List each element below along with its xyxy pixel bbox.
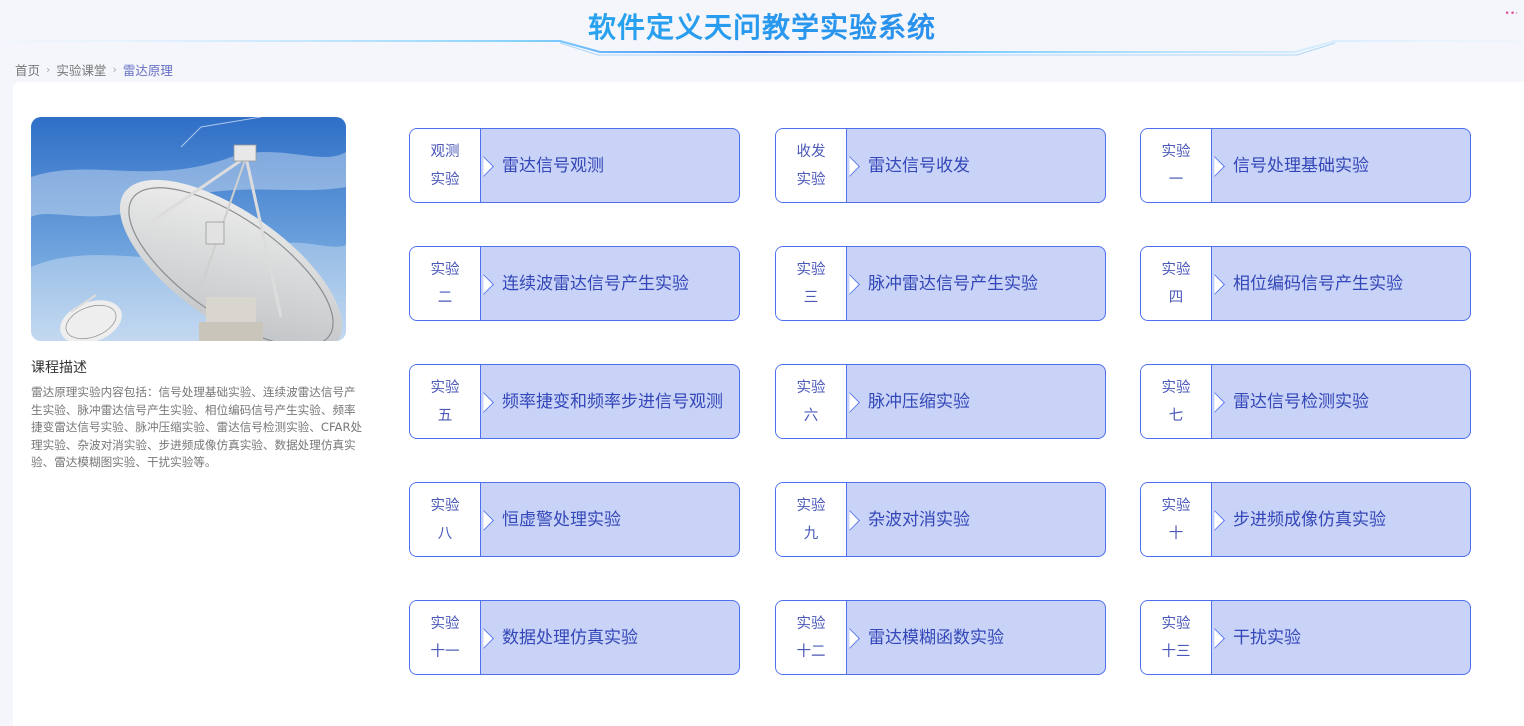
experiment-tag-line1: 收发 — [796, 143, 826, 160]
experiment-tag: 实验 二 — [410, 247, 481, 320]
experiment-title: 频率捷变和频率步进信号观测 — [502, 391, 723, 412]
experiment-card[interactable]: 实验 十一 数据处理仿真实验 — [409, 600, 740, 675]
radar-dish-photo-icon — [31, 117, 346, 341]
experiment-tag: 观测 实验 — [410, 129, 481, 202]
experiment-tag: 实验 一 — [1141, 129, 1212, 202]
experiment-card[interactable]: 实验 七 雷达信号检测实验 — [1140, 364, 1471, 439]
experiment-title: 干扰实验 — [1233, 627, 1301, 648]
experiment-card[interactable]: 实验 八 恒虚警处理实验 — [409, 482, 740, 557]
experiment-tag: 实验 九 — [776, 483, 847, 556]
experiment-tag-line2: 八 — [437, 525, 453, 542]
experiment-tag-line2: 七 — [1168, 407, 1184, 424]
chevron-right-icon: › — [112, 62, 117, 76]
course-description-title: 课程描述 — [31, 360, 87, 376]
experiment-tag-line1: 实验 — [1161, 379, 1191, 396]
experiment-tag: 实验 三 — [776, 247, 847, 320]
experiment-title: 连续波雷达信号产生实验 — [502, 273, 689, 294]
experiment-title: 雷达信号检测实验 — [1233, 391, 1369, 412]
experiment-tag-line1: 实验 — [1161, 497, 1191, 514]
experiment-tag: 实验 五 — [410, 365, 481, 438]
experiment-card[interactable]: 实验 十三 干扰实验 — [1140, 600, 1471, 675]
experiment-card[interactable]: 实验 十二 雷达模糊函数实验 — [775, 600, 1106, 675]
experiment-tag: 实验 十一 — [410, 601, 481, 674]
experiment-tag-line2: 十二 — [796, 643, 826, 660]
experiment-tag-line1: 观测 — [430, 143, 460, 160]
experiment-tag-line1: 实验 — [430, 379, 460, 396]
experiment-tag-line2: 十 — [1168, 525, 1184, 542]
experiment-tag-line2: 二 — [437, 289, 453, 306]
experiment-title: 信号处理基础实验 — [1233, 155, 1369, 176]
experiment-tag: 收发 实验 — [776, 129, 847, 202]
experiment-title: 步进频成像仿真实验 — [1233, 509, 1386, 530]
experiment-card[interactable]: 实验 四 相位编码信号产生实验 — [1140, 246, 1471, 321]
experiment-title: 数据处理仿真实验 — [502, 627, 638, 648]
experiment-tag-line1: 实验 — [430, 497, 460, 514]
experiment-title: 相位编码信号产生实验 — [1233, 273, 1403, 294]
experiment-card[interactable]: 实验 二 连续波雷达信号产生实验 — [409, 246, 740, 321]
experiment-tag-line1: 实验 — [796, 497, 826, 514]
experiment-tag-line1: 实验 — [430, 615, 460, 632]
chevron-right-icon: › — [46, 62, 51, 76]
app-title: 软件定义天问教学实验系统 — [0, 6, 1524, 46]
app-header: 软件定义天问教学实验系统 ••· — [0, 0, 1524, 56]
breadcrumb-current: 雷达原理 — [122, 62, 173, 78]
experiment-tag: 实验 十 — [1141, 483, 1212, 556]
experiment-title: 恒虚警处理实验 — [502, 509, 621, 530]
experiment-tag: 实验 八 — [410, 483, 481, 556]
experiment-tag-line1: 实验 — [796, 615, 826, 632]
experiment-tag-line1: 实验 — [430, 261, 460, 278]
experiment-tag-line1: 实验 — [1161, 261, 1191, 278]
experiment-tag-line1: 实验 — [796, 379, 826, 396]
breadcrumb: 首页 › 实验课堂 › 雷达原理 — [15, 60, 173, 78]
corner-mark: ••· — [1504, 9, 1518, 19]
experiment-tag: 实验 十二 — [776, 601, 847, 674]
experiment-tag-line2: 十一 — [430, 643, 460, 660]
experiment-card[interactable]: 收发 实验 雷达信号收发 — [775, 128, 1106, 203]
experiment-tag-line2: 四 — [1168, 289, 1184, 306]
experiment-title: 脉冲雷达信号产生实验 — [868, 273, 1038, 294]
experiment-tag-line2: 实验 — [430, 171, 460, 188]
experiment-tag-line2: 十三 — [1161, 643, 1191, 660]
experiment-title: 雷达信号观测 — [502, 155, 604, 176]
experiment-card[interactable]: 实验 一 信号处理基础实验 — [1140, 128, 1471, 203]
course-description-text: 雷达原理实验内容包括：信号处理基础实验、连续波雷达信号产生实验、脉冲雷达信号产生… — [31, 385, 363, 470]
experiment-tag-line1: 实验 — [1161, 143, 1191, 160]
experiment-tag: 实验 四 — [1141, 247, 1212, 320]
experiment-card[interactable]: 实验 三 脉冲雷达信号产生实验 — [775, 246, 1106, 321]
experiment-card[interactable]: 实验 五 频率捷变和频率步进信号观测 — [409, 364, 740, 439]
experiment-tag-line1: 实验 — [1161, 615, 1191, 632]
course-image — [31, 117, 346, 341]
header-decoration — [0, 40, 1524, 56]
experiment-tag: 实验 六 — [776, 365, 847, 438]
experiment-tag-line2: 实验 — [796, 171, 826, 188]
breadcrumb-classroom[interactable]: 实验课堂 — [56, 62, 107, 78]
experiment-tag-line1: 实验 — [796, 261, 826, 278]
experiment-tag: 实验 十三 — [1141, 601, 1212, 674]
experiment-card[interactable]: 实验 十 步进频成像仿真实验 — [1140, 482, 1471, 557]
experiment-title: 脉冲压缩实验 — [868, 391, 970, 412]
experiment-tag-line2: 一 — [1168, 171, 1184, 188]
experiment-title: 雷达模糊函数实验 — [868, 627, 1004, 648]
experiment-title: 杂波对消实验 — [868, 509, 970, 530]
main-panel: 课程描述 雷达原理实验内容包括：信号处理基础实验、连续波雷达信号产生实验、脉冲雷… — [13, 82, 1524, 726]
experiment-tag-line2: 三 — [803, 289, 819, 306]
experiment-tag: 实验 七 — [1141, 365, 1212, 438]
experiment-tag-line2: 五 — [437, 407, 453, 424]
experiment-tag-line2: 六 — [803, 407, 819, 424]
experiment-tag-line2: 九 — [803, 525, 819, 542]
experiment-card[interactable]: 实验 九 杂波对消实验 — [775, 482, 1106, 557]
breadcrumb-home[interactable]: 首页 — [15, 62, 41, 78]
experiment-title: 雷达信号收发 — [868, 155, 970, 176]
experiment-card[interactable]: 实验 六 脉冲压缩实验 — [775, 364, 1106, 439]
experiment-card[interactable]: 观测 实验 雷达信号观测 — [409, 128, 740, 203]
